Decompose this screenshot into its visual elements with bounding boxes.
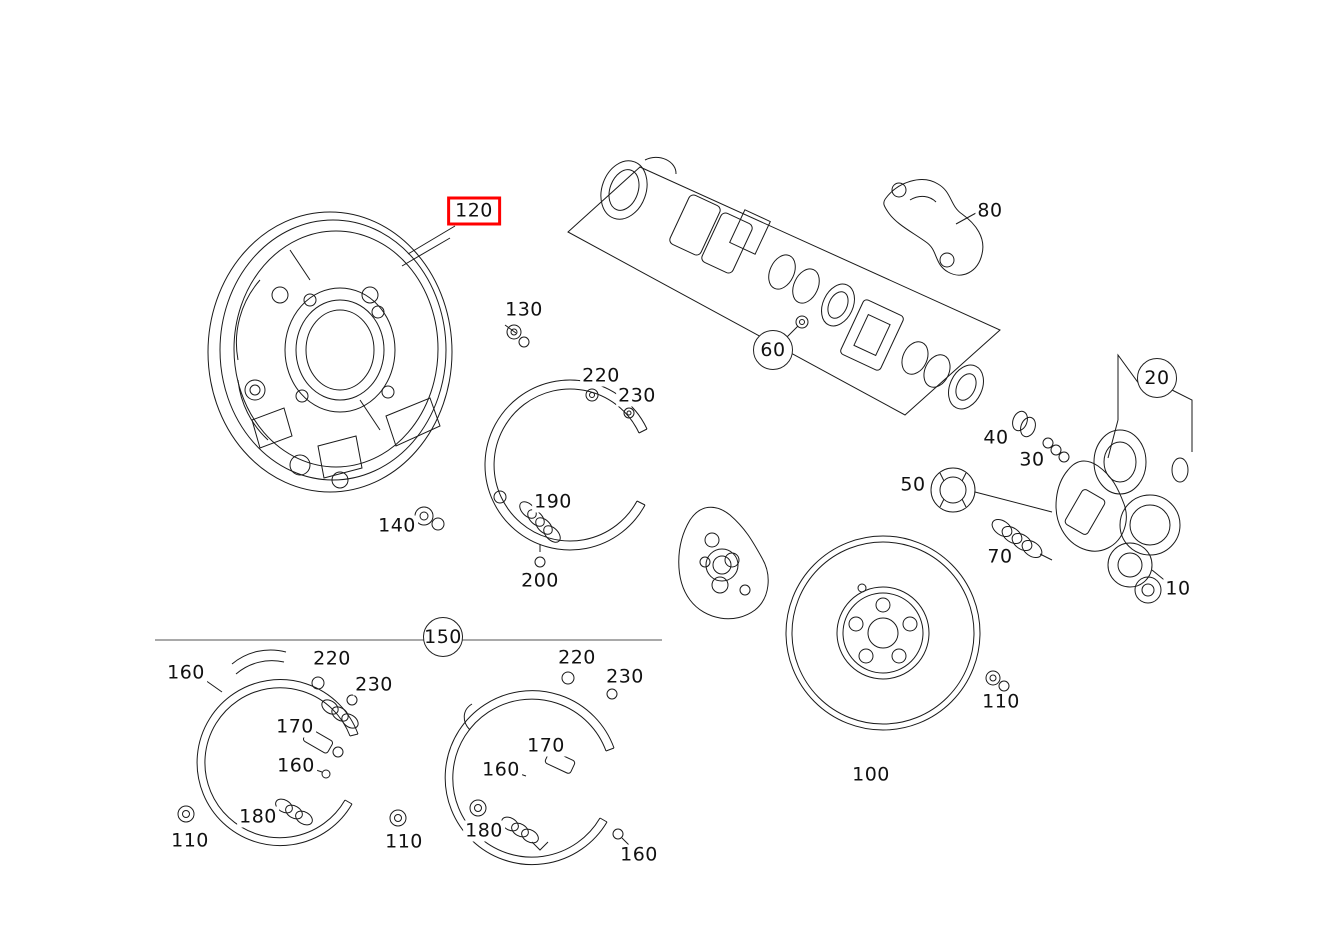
part-callout-40-7[interactable]: 40 (981, 426, 1011, 449)
part-callout-230-3[interactable]: 230 (616, 384, 658, 407)
bolt-110-right (986, 671, 1009, 691)
part-callout-110-23[interactable]: 110 (383, 830, 425, 853)
part-callout-160-20[interactable]: 160 (275, 754, 317, 777)
part-callout-70-13[interactable]: 70 (985, 545, 1015, 568)
part-callout-220-17[interactable]: 220 (311, 647, 353, 670)
part-callout-80-4[interactable]: 80 (975, 199, 1005, 222)
part-callout-150-15[interactable]: 150 (423, 617, 463, 657)
part-callout-180-28[interactable]: 180 (463, 819, 505, 842)
caliper-bracket-80 (884, 180, 983, 276)
part-callout-110-30[interactable]: 110 (980, 690, 1022, 713)
brake-shoe-set-middle (485, 380, 647, 567)
part-callout-220-2[interactable]: 220 (580, 364, 622, 387)
part-callout-100-31[interactable]: 100 (850, 763, 892, 786)
part-callout-60-5[interactable]: 60 (753, 330, 793, 370)
part-callout-110-22[interactable]: 110 (169, 829, 211, 852)
part-callout-160-29[interactable]: 160 (618, 843, 660, 866)
part-callout-50-9[interactable]: 50 (898, 473, 928, 496)
brake-backing-plate (208, 212, 455, 492)
part-callout-160-16[interactable]: 160 (165, 661, 207, 684)
part-callout-190-10[interactable]: 190 (532, 490, 574, 513)
brake-shoe-kit-right (445, 672, 632, 865)
part-callout-160-27[interactable]: 160 (480, 758, 522, 781)
part-callout-180-21[interactable]: 180 (237, 805, 279, 828)
part-callout-20-6[interactable]: 20 (1137, 358, 1177, 398)
part-callout-170-19[interactable]: 170 (274, 715, 316, 738)
part-callout-140-11[interactable]: 140 (376, 514, 418, 537)
actuator-plate (679, 507, 768, 619)
bolt-140 (415, 507, 444, 530)
hub-knuckle-group (931, 355, 1192, 603)
part-callout-30-8[interactable]: 30 (1017, 448, 1047, 471)
part-callout-10-14[interactable]: 10 (1163, 577, 1193, 600)
clip-130 (505, 325, 529, 347)
brake-disc-100 (786, 536, 980, 730)
part-callout-230-18[interactable]: 230 (353, 673, 395, 696)
part-callout-170-26[interactable]: 170 (525, 734, 567, 757)
part-callout-200-12[interactable]: 200 (519, 569, 561, 592)
part-callout-130-1[interactable]: 130 (503, 298, 545, 321)
part-callout-120-0[interactable]: 120 (447, 196, 501, 226)
part-callout-220-24[interactable]: 220 (556, 646, 598, 669)
brake-shoe-kit-left (178, 650, 406, 846)
caliper-pad-assembly (568, 154, 1000, 415)
part-callout-230-25[interactable]: 230 (604, 665, 646, 688)
